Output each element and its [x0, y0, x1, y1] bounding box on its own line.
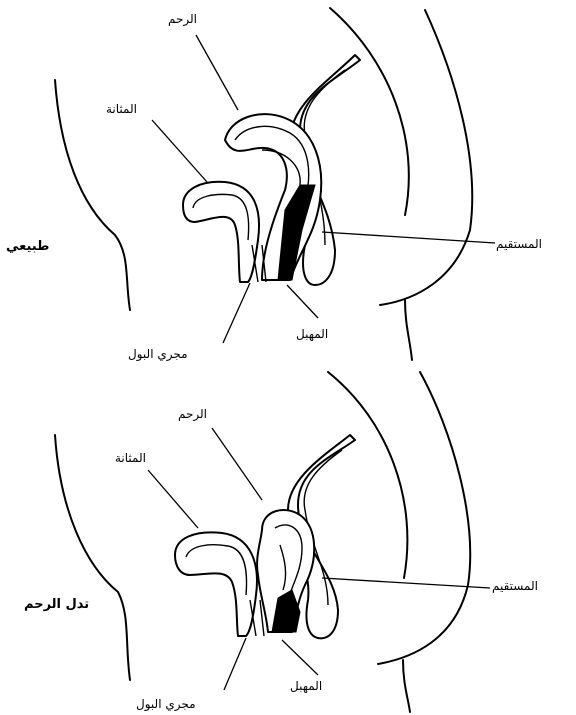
bladder-organ — [183, 182, 259, 282]
label-vagina: المهبل — [296, 327, 328, 341]
sacrum-line-2 — [328, 372, 407, 578]
leader-uterus-2 — [212, 428, 262, 500]
label-bladder: المثانة — [106, 102, 137, 116]
label-bladder-2: المثانة — [115, 451, 146, 465]
leader-urethra-2 — [224, 638, 246, 690]
sacrum-line — [330, 8, 409, 215]
label-uterus: الرحم — [168, 12, 197, 27]
body-back-outline — [380, 10, 472, 305]
body-front-outline-2 — [55, 435, 130, 680]
label-rectum: المستقيم — [496, 237, 542, 251]
panel-title-normal: طبيعي — [6, 239, 49, 254]
panel-normal: الرحم المثانة المستقيم المهبل مجري البول… — [6, 8, 542, 362]
leader-bladder — [152, 120, 207, 182]
bladder-organ-2 — [175, 532, 257, 636]
lower-back-line — [405, 300, 412, 360]
body-back-outline-2 — [378, 372, 470, 664]
panel-title-prolapse: تدل الرحم — [24, 597, 89, 612]
lower-back-line-2 — [403, 660, 410, 712]
label-urethra-2: مجري البول — [136, 697, 196, 712]
leader-bladder-2 — [148, 470, 198, 528]
label-rectum-2: المستقيم — [492, 579, 538, 593]
leader-vagina-2 — [282, 640, 318, 675]
panel-prolapse: الرحم المثانة المستقيم المهبل مجري البول… — [24, 372, 538, 712]
label-uterus-2: الرحم — [178, 407, 207, 422]
leader-urethra — [223, 283, 250, 343]
leader-rectum-2 — [322, 578, 490, 588]
leader-uterus — [196, 35, 238, 110]
label-urethra: مجري البول — [128, 347, 188, 362]
leader-vagina — [287, 285, 318, 318]
label-vagina-2: المهبل — [290, 679, 322, 693]
